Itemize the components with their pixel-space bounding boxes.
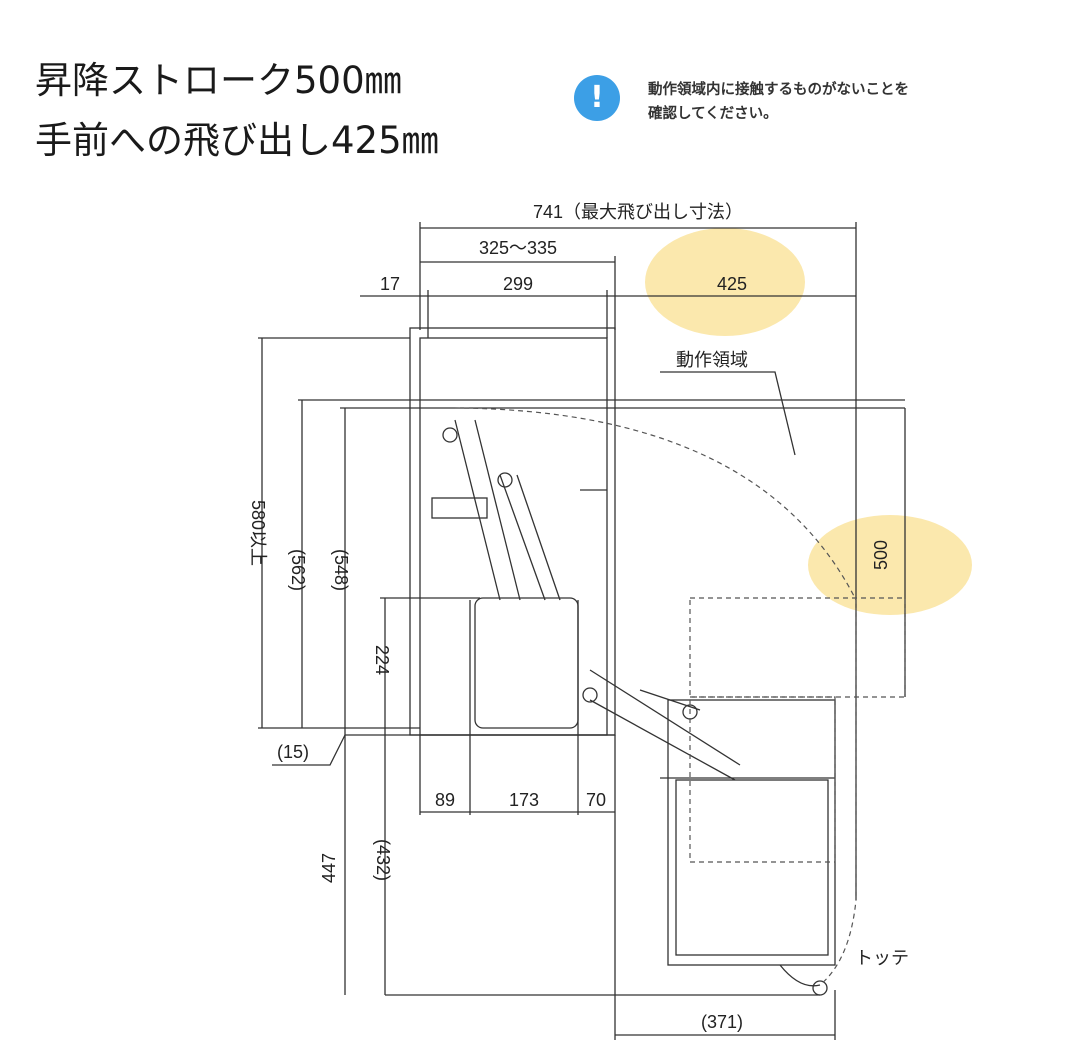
dim-548: (548) <box>331 549 351 591</box>
notice-line2: 確認してください。 <box>648 106 778 122</box>
motion-area-label: 動作領域 <box>676 350 748 370</box>
dim-425: 425 <box>717 274 747 294</box>
highlight-425 <box>645 228 805 336</box>
title-projection: 手前への飛び出し425㎜ <box>35 119 439 162</box>
dim-89: 89 <box>435 790 455 810</box>
notice-line1: 動作領域内に接触するものがないことを <box>648 82 909 98</box>
dim-70: 70 <box>586 790 606 810</box>
exclamation-info-icon: ! <box>574 75 620 121</box>
dim-15: (15) <box>277 742 309 762</box>
motion-area-outline <box>454 407 906 986</box>
handle-label: トッテ <box>855 948 909 968</box>
dim-741: 741（最大飛び出し寸法） <box>533 202 743 222</box>
dim-325-335: 325～335 <box>479 238 557 258</box>
dim-173: 173 <box>509 790 539 810</box>
dimension-lines <box>258 222 906 1040</box>
dim-580: 580以上 <box>248 500 268 566</box>
title-stroke: 昇降ストローク500㎜ <box>35 59 402 102</box>
dim-299: 299 <box>503 274 533 294</box>
dim-447: 447 <box>319 853 339 883</box>
highlight-500 <box>808 515 972 615</box>
dim-224: 224 <box>372 645 392 675</box>
dim-562: (562) <box>288 549 308 591</box>
dim-17: 17 <box>380 274 400 294</box>
dim-432: (432) <box>373 839 393 881</box>
dim-371: (371) <box>701 1012 743 1032</box>
dim-500: 500 <box>871 540 891 570</box>
